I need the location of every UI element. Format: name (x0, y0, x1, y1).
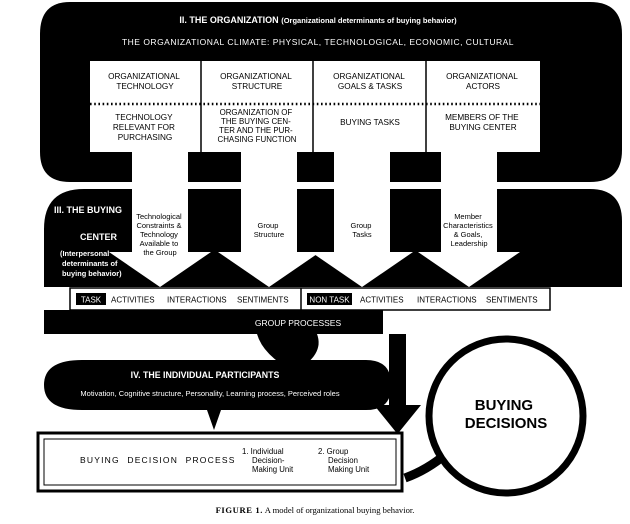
individual-participants-title: IV. THE INDIVIDUAL PARTICIPANTS (131, 370, 280, 380)
non-task-sentiments: SENTIMENTS (486, 296, 538, 305)
non-task-interactions: INTERACTIONS (417, 296, 477, 305)
buying-decisions-circle (425, 335, 587, 497)
column-organizational-structure-header: ORGANIZATIONAL STRUCTURE (220, 72, 294, 91)
figure-caption: FIGURE 1. A model of organizational buyi… (216, 505, 415, 515)
arrow-group-to-decision-process (374, 334, 421, 434)
arrow-label-member-characteristics: Member Characteristics & Goals, Leadersh… (443, 212, 495, 248)
arrow-label-group-tasks: Group Tasks (351, 221, 374, 239)
group-decision-making-unit: 2. Group Decision Making Unit (318, 447, 370, 474)
arrow-label-group-structure: Group Structure (254, 221, 284, 239)
column-organizational-actors-header: ORGANIZATIONAL ACTORS (446, 72, 520, 91)
buying-decisions-label: BUYING DECISIONS (465, 397, 548, 432)
organizational-climate: THE ORGANIZATIONAL CLIMATE: PHYSICAL, TE… (122, 37, 514, 47)
individual-decision-making-unit: 1. Individual Decision- Making Unit (242, 447, 294, 474)
buying-center-block (44, 189, 622, 287)
decision-process-box (36, 431, 404, 493)
non-task-label: NON TASK (309, 296, 350, 305)
task-activities: ACTIVITIES (111, 296, 155, 305)
buying-center-subtitle: (Interpersonal determinants of buying be… (60, 249, 122, 278)
column-organization-of-buying-center-body: ORGANIZATION OF THE BUYING CEN- TER AND … (218, 108, 297, 144)
organization-columns-panel (90, 61, 540, 152)
buying-decision-process-label: BUYING DECISION PROCESS (80, 455, 236, 465)
group-processes-band (44, 310, 383, 334)
decision-process-inner (43, 438, 397, 486)
non-task-label-box (307, 293, 352, 305)
column-buying-tasks-body: BUYING TASKS (340, 118, 400, 127)
task-sentiments: SENTIMENTS (237, 296, 289, 305)
individual-participants-block (44, 360, 391, 410)
figure-caption-text: A model of organizational buying behavio… (265, 505, 415, 515)
arrow-individual-to-decision-process (207, 410, 221, 430)
task-interactions: INTERACTIONS (167, 296, 227, 305)
non-task-activities: ACTIVITIES (360, 296, 404, 305)
buying-center-title: III. THE BUYING CENTER (54, 205, 125, 242)
individual-factors: Motivation, Cognitive structure, Persona… (80, 389, 339, 398)
arrow-tasks (311, 150, 413, 287)
group-processes-label: GROUP PROCESSES (255, 318, 342, 328)
organization-title: II. THE ORGANIZATION (Organizational det… (179, 15, 457, 25)
arrow-technology (109, 150, 211, 287)
column-technology-relevant-body: TECHNOLOGY RELEVANT FOR PURCHASING (113, 113, 177, 142)
column-organizational-goals-header: ORGANIZATIONAL GOALS & TASKS (333, 72, 407, 91)
organization-title-sub: (Organizational determinants of buying b… (281, 16, 457, 25)
organization-title-main: II. THE ORGANIZATION (179, 15, 278, 25)
column-organizational-technology-header: ORGANIZATIONAL TECHNOLOGY (108, 72, 182, 91)
arrow-actors (418, 150, 520, 287)
figure-number: FIGURE 1. (216, 505, 263, 515)
task-label: TASK (81, 296, 102, 305)
arrow-label-technological-constraints: Technological Constraints & Technology A… (136, 212, 184, 257)
column-members-of-buying-center-body: MEMBERS OF THE BUYING CENTER (445, 113, 521, 132)
task-label-box (76, 293, 106, 305)
arrow-structure (218, 150, 320, 287)
